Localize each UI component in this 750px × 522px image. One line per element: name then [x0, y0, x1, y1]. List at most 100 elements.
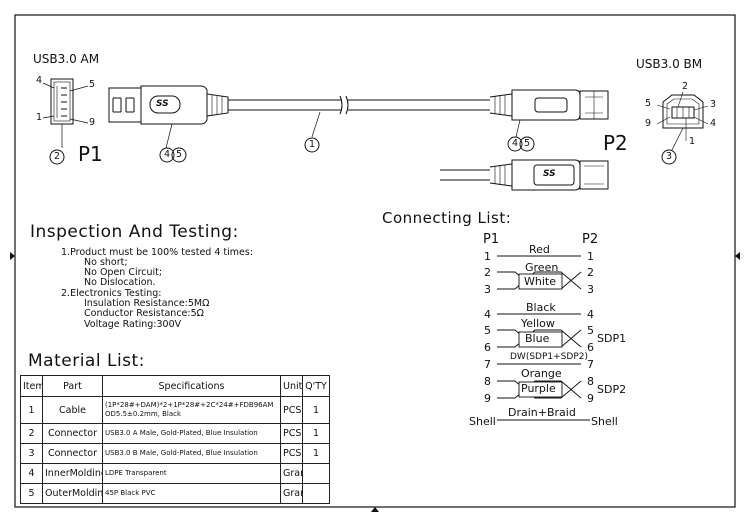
row-unit: PCS	[280, 423, 303, 444]
row-part: Cable	[42, 396, 103, 424]
inspection-line-7: Conductor Resistance:5Ω	[84, 308, 204, 319]
row-unit: PCS	[280, 396, 303, 424]
row-part: Connector	[42, 423, 103, 444]
row-unit: Gram	[280, 483, 303, 504]
balloon-item-5b: 5	[524, 138, 531, 149]
wire-color-label: DW(SDP1+SDP2)	[510, 352, 588, 362]
p2-ss-logo: SS	[543, 169, 556, 179]
p2-title: USB3.0 BM	[636, 57, 703, 71]
row-item: 3	[20, 443, 43, 464]
wire-left-pin: 6	[484, 341, 491, 354]
row-item: 5	[20, 483, 43, 504]
p2-label: P2	[603, 131, 628, 155]
p1-ss-logo: SS	[156, 99, 169, 109]
row-spec: (1P*28#+DAM)*2+1P*28#+2C*24#+FDB96AM OD5…	[102, 396, 281, 424]
connecting-title: Connecting List:	[382, 209, 512, 227]
shell-right-label: Shell	[591, 415, 618, 428]
inspection-line-3: No Open Circuit;	[84, 267, 163, 278]
wire-right-pin: 2	[587, 266, 594, 279]
row-unit: Gram	[280, 463, 303, 484]
wire-left-pin: 7	[484, 358, 491, 371]
wire-left-pin: 4	[484, 308, 491, 321]
balloon-item-4a: 4	[164, 149, 171, 160]
p1-pin-1: 1	[36, 112, 43, 123]
p2-pin-3: 3	[710, 99, 717, 110]
balloon-item-3: 3	[666, 151, 673, 162]
balloon-item-5a: 5	[176, 149, 183, 160]
wire-color-label: Green	[525, 261, 559, 274]
header-qty: Q'TY	[302, 375, 330, 397]
wire-left-pin: 3	[484, 283, 491, 296]
p2-pin-1: 1	[689, 136, 696, 147]
inspection-title: Inspection And Testing:	[30, 222, 239, 242]
center-mark-left	[10, 252, 15, 260]
wire-color-label: Black	[526, 301, 556, 314]
wire-left-pin: 2	[484, 266, 491, 279]
row-part: OuterMolding	[42, 483, 103, 504]
row-qty: 1	[302, 443, 330, 464]
p1-end-view	[42, 78, 89, 165]
inspection-line-4: No Dislocation.	[84, 277, 156, 288]
row-spec: 45P Black PVC	[102, 483, 281, 504]
p2-plug-top-view	[440, 159, 609, 191]
p2-pin-9: 9	[645, 118, 652, 129]
wire-right-pin: 5	[587, 324, 594, 337]
wire-right-pin: 3	[587, 283, 594, 296]
shell-left-label: Shell	[469, 415, 496, 428]
balloon-item-1: 1	[309, 139, 316, 150]
wire-color-label: Yellow	[521, 317, 555, 330]
sdp1-label: SDP1	[597, 332, 627, 345]
row-qty	[302, 463, 330, 484]
header-unit: Unit	[280, 375, 303, 397]
row-qty: 1	[302, 396, 330, 424]
p2-pin-4: 4	[710, 118, 717, 129]
wire-color-label: Red	[529, 243, 550, 256]
p1-title: USB3.0 AM	[33, 52, 100, 66]
p2-pin-2: 2	[682, 81, 689, 92]
wire-right-pin: 6	[587, 341, 594, 354]
p2-plug-side-view	[489, 89, 609, 152]
row-qty	[302, 483, 330, 504]
wire-right-pin: 4	[587, 308, 594, 321]
header-part: Part	[42, 375, 103, 397]
wire-right-pin: 7	[587, 358, 594, 371]
wire-color-label: Orange	[521, 367, 562, 380]
wire-left-pin: 5	[484, 324, 491, 337]
p2-end-view	[656, 91, 709, 165]
row-part: InnerMolding	[42, 463, 103, 484]
row-item: 4	[20, 463, 43, 484]
sdp2-label: SDP2	[597, 383, 627, 396]
inspection-line-2: No short;	[84, 257, 128, 268]
connecting-p2-header: P2	[582, 232, 599, 247]
material-title: Material List:	[28, 351, 145, 371]
shell-wire-label: Drain+Braid	[508, 406, 576, 419]
row-item: 1	[20, 396, 43, 424]
inspection-line-6: Insulation Resistance:5MΩ	[84, 298, 210, 309]
row-item: 2	[20, 423, 43, 444]
p1-pin-9: 9	[89, 117, 96, 128]
center-mark-right	[735, 252, 740, 260]
inspection-line-5: 2.Electronics Testing:	[61, 288, 162, 299]
wire-color-label: Blue	[525, 332, 550, 345]
p1-plug-side-view	[108, 85, 490, 163]
p2-pin-5: 5	[645, 98, 652, 109]
row-spec: USB3.0 A Male, Gold-Plated, Blue Insulat…	[102, 423, 281, 444]
wire-right-pin: 1	[587, 250, 594, 263]
balloon-item-2: 2	[54, 151, 61, 162]
inspection-line-8: Voltage Rating:300V	[84, 319, 182, 330]
header-item: Item	[20, 375, 43, 397]
row-spec: LDPE Transparent	[102, 463, 281, 484]
row-qty: 1	[302, 423, 330, 444]
row-part: Connector	[42, 443, 103, 464]
header-spec: Specifications	[102, 375, 281, 397]
p1-pin-5: 5	[89, 79, 96, 90]
balloon-item-4b: 4	[512, 138, 519, 149]
p1-pin-4: 4	[36, 75, 43, 86]
wire-right-pin: 8	[587, 375, 594, 388]
